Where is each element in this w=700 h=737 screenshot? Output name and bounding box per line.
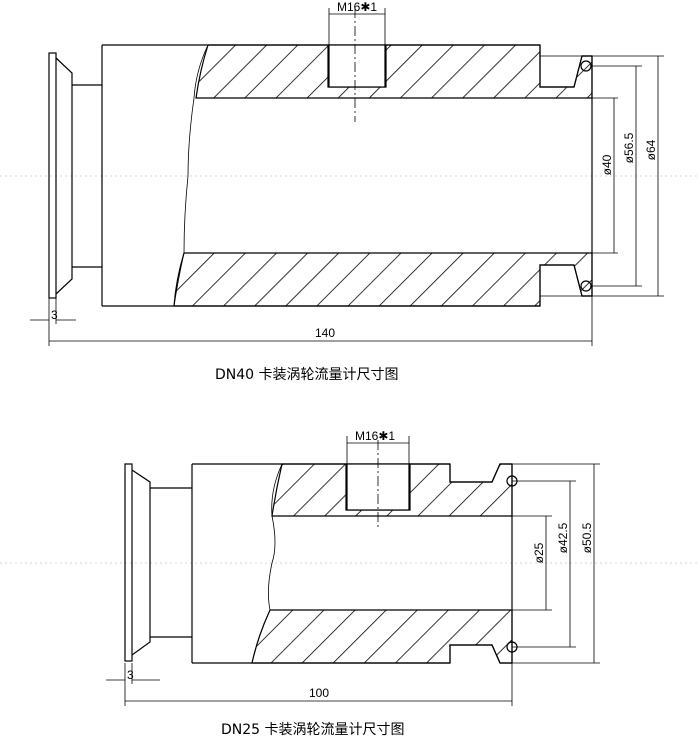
dn25-bore-dia: ø42.5 — [556, 522, 570, 553]
dn40-thread-dim: M16✱1 — [328, 0, 386, 45]
dn40-thread-label: M16✱1 — [337, 0, 377, 14]
dn40-inner-dia: ø40 — [600, 154, 614, 175]
dn40-drawing: M16✱1 ø40 ø56.5 ø64 3 140 — [0, 0, 700, 383]
dn40-outer-dia: ø64 — [644, 139, 658, 160]
dn25-upper-section — [271, 463, 513, 517]
dn25-thread-dim: M16✱1 — [346, 429, 410, 464]
dn25-sensor-port — [346, 440, 410, 530]
dn40-sensor-port — [328, 8, 386, 122]
dn25-break-line — [251, 463, 283, 664]
dn25-diameter-dims: ø25 ø42.5 ø50.5 — [512, 463, 600, 664]
dn40-flange-thickness: 3 — [51, 308, 58, 322]
dn25-flange-thickness: 3 — [127, 668, 134, 682]
dn40-caption: DN40 卡装涡轮流量计尺寸图 — [215, 367, 399, 383]
dn25-lower-section — [251, 609, 513, 664]
dn25-clamp-flange — [124, 463, 192, 662]
dn40-upper-section — [195, 44, 593, 99]
dn40-length-dims: 3 140 — [30, 296, 593, 346]
dn25-thread-label: M16✱1 — [355, 429, 395, 443]
dn25-drawing: M16✱1 ø25 ø42.5 ø50.5 3 100 — [0, 429, 700, 737]
dn40-break-line — [173, 44, 209, 307]
dn40-lower-section — [173, 252, 593, 307]
dn25-length: 100 — [309, 686, 329, 700]
dn40-diameter-dims: ø40 ø56.5 ø64 — [540, 55, 664, 297]
dn25-outer-dia: ø50.5 — [580, 522, 594, 553]
dn25-inner-dia: ø25 — [532, 542, 546, 563]
dn40-length: 140 — [315, 326, 335, 340]
dn25-caption: DN25 卡装涡轮流量计尺寸图 — [221, 722, 405, 737]
dn25-length-dims: 3 100 — [106, 663, 513, 706]
dn40-bore-dia: ø56.5 — [622, 132, 636, 163]
dn40-clamp-flange — [48, 52, 102, 299]
